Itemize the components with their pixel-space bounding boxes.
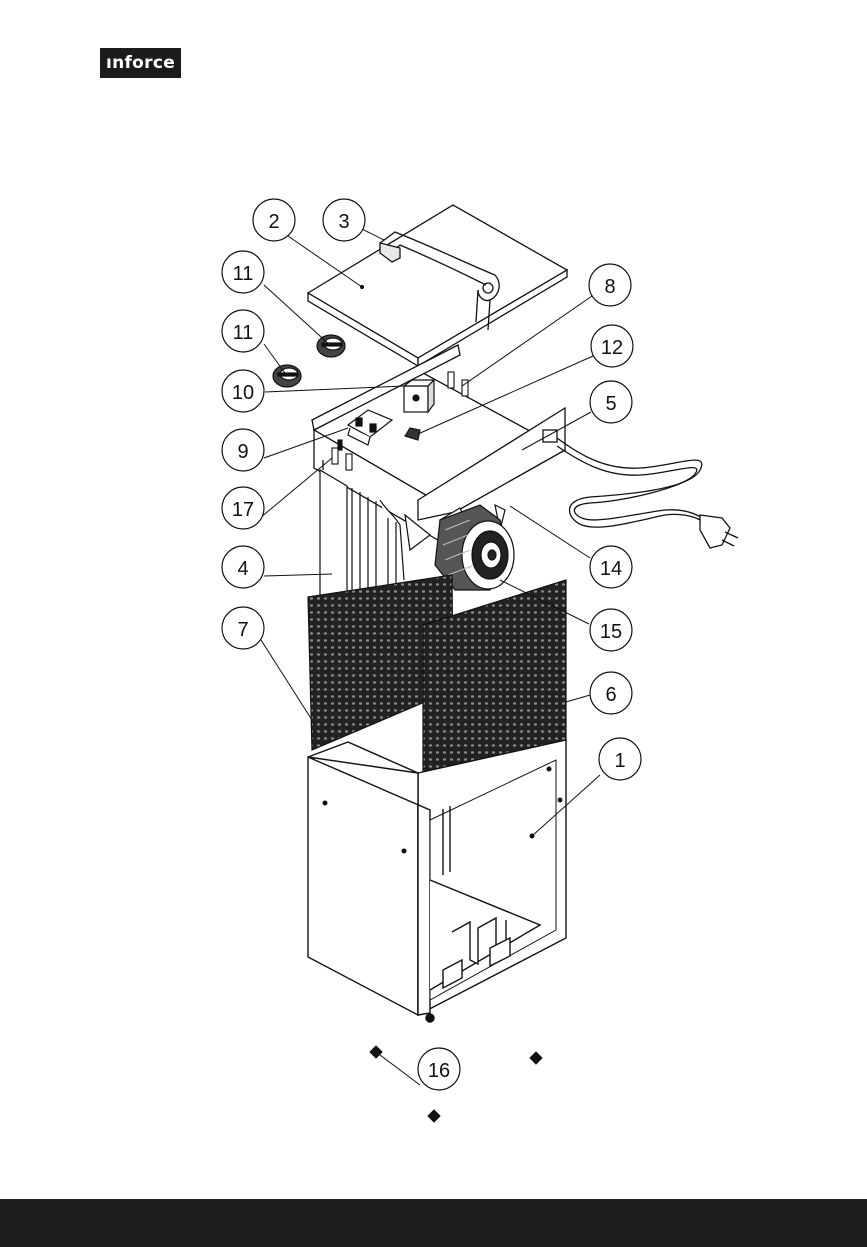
callout-11-upper: 11 bbox=[222, 251, 264, 293]
callout-9: 9 bbox=[222, 429, 264, 471]
callout-15: 15 bbox=[590, 609, 632, 651]
callout-7: 7 bbox=[222, 607, 264, 649]
callout-12: 12 bbox=[591, 325, 633, 367]
svg-text:10: 10 bbox=[232, 382, 254, 404]
thermostat bbox=[404, 380, 434, 412]
svg-text:11: 11 bbox=[233, 322, 254, 344]
callout-8: 8 bbox=[589, 264, 631, 306]
callout-2: 2 bbox=[253, 199, 295, 241]
callout-5: 5 bbox=[590, 381, 632, 423]
callout-14: 14 bbox=[590, 546, 632, 588]
svg-text:3: 3 bbox=[338, 211, 349, 233]
svg-text:7: 7 bbox=[237, 619, 248, 641]
power-cord-and-plug bbox=[543, 430, 738, 548]
callout-1: 1 bbox=[599, 738, 641, 780]
svg-text:1: 1 bbox=[614, 750, 625, 772]
svg-text:16: 16 bbox=[428, 1060, 450, 1082]
svg-text:9: 9 bbox=[237, 441, 248, 463]
callout-6: 6 bbox=[590, 672, 632, 714]
svg-text:14: 14 bbox=[600, 558, 622, 580]
callout-17: 17 bbox=[222, 487, 264, 529]
svg-text:2: 2 bbox=[268, 211, 279, 233]
svg-text:4: 4 bbox=[237, 558, 248, 580]
callout-11-lower: 11 bbox=[222, 310, 264, 352]
callout-3: 3 bbox=[323, 199, 365, 241]
housing bbox=[308, 740, 566, 1022]
callout-16: 16 bbox=[418, 1048, 460, 1090]
svg-text:6: 6 bbox=[605, 684, 616, 706]
svg-text:8: 8 bbox=[604, 276, 615, 298]
svg-text:15: 15 bbox=[600, 621, 622, 643]
svg-text:5: 5 bbox=[605, 393, 616, 415]
footer-bar bbox=[0, 1199, 867, 1247]
svg-text:12: 12 bbox=[601, 337, 623, 359]
callout-4: 4 bbox=[222, 546, 264, 588]
svg-text:11: 11 bbox=[233, 263, 254, 285]
svg-text:17: 17 bbox=[232, 499, 254, 521]
exploded-view-diagram: 2 3 11 11 10 9 17 4 7 8 12 5 14 15 6 1 1… bbox=[0, 0, 867, 1200]
callout-10: 10 bbox=[222, 370, 264, 412]
